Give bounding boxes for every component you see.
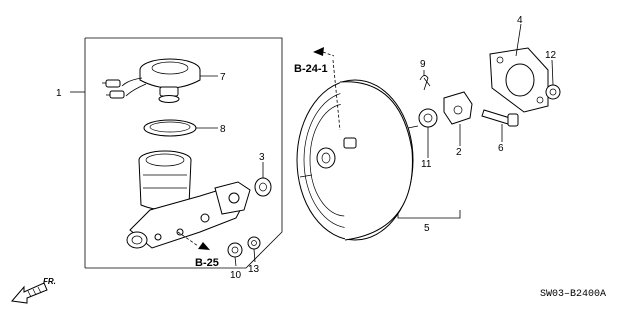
callout-13: 13: [248, 264, 260, 275]
callout-7: 7: [220, 72, 226, 83]
nut-3: [254, 177, 272, 197]
nut-10: [227, 242, 243, 258]
clevis-clip-9: [419, 75, 431, 91]
diagram-code: SW03–B2400A: [540, 289, 606, 300]
front-label: FR.: [43, 277, 56, 286]
callout-3: 3: [259, 152, 265, 163]
callout-2: 2: [456, 147, 462, 158]
callout-5: 5: [424, 223, 430, 234]
washer-13: [247, 236, 261, 250]
fluid-level-sensor-wire: [102, 77, 147, 99]
nut-11: [418, 108, 438, 128]
nut-12: [545, 84, 561, 100]
leader-lines: [196, 23, 554, 267]
callout-10: 10: [230, 270, 242, 281]
reservoir-cap: [139, 58, 201, 103]
brake-booster: [296, 79, 419, 241]
callout-9: 9: [420, 59, 426, 70]
booster-bracket: [397, 210, 461, 219]
callout-11: 11: [421, 159, 432, 170]
callout-8: 8: [220, 124, 226, 135]
master-cylinder: [126, 150, 251, 249]
master-cylinder-bracket: [70, 37, 283, 269]
front-direction-arrow: [11, 282, 48, 304]
callout-12: 12: [545, 50, 557, 61]
callout-6: 6: [498, 143, 504, 154]
ref-arrow-b24: [313, 47, 341, 131]
callout-4: 4: [517, 15, 523, 26]
callout-1: 1: [56, 88, 62, 99]
gasket-plate-4: [489, 47, 549, 113]
pin-6: [481, 109, 519, 127]
ref-arrow-b25: [177, 231, 210, 250]
ref-label-b25: B-25: [195, 257, 219, 269]
reservoir-seal: [143, 119, 197, 137]
ref-label-b24: B-24-1: [294, 63, 328, 75]
clevis-2: [443, 91, 473, 125]
